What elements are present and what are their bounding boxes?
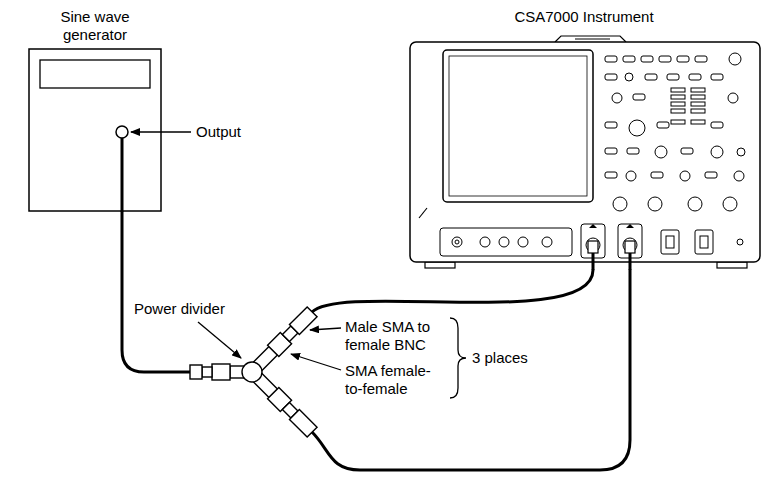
signal-generator: Sine wave generator <box>28 8 162 212</box>
leader-line <box>198 322 241 358</box>
coax-cable <box>122 212 190 372</box>
coax-cable <box>312 270 593 312</box>
coax-cable <box>312 270 630 470</box>
leader-line <box>310 328 341 330</box>
leader-line <box>291 354 341 370</box>
device-title: CSA7000 Instrument <box>405 8 763 26</box>
power-divider: Power divider <box>190 312 320 432</box>
note-text: 3 places <box>472 349 528 367</box>
callout-text: Output <box>196 123 241 141</box>
brace <box>450 318 466 398</box>
power-divider-body <box>190 312 320 432</box>
oscilloscope: CSA7000 Instrument <box>405 8 763 270</box>
adapter-label: Male SMA to female BNC <box>345 318 445 354</box>
oscilloscope-body <box>405 36 763 270</box>
part-label: Power divider <box>134 300 225 318</box>
device-title: Sine wave generator <box>40 8 150 44</box>
adapter-label: SMA female-to-female <box>345 362 445 398</box>
generator-body <box>28 48 162 212</box>
